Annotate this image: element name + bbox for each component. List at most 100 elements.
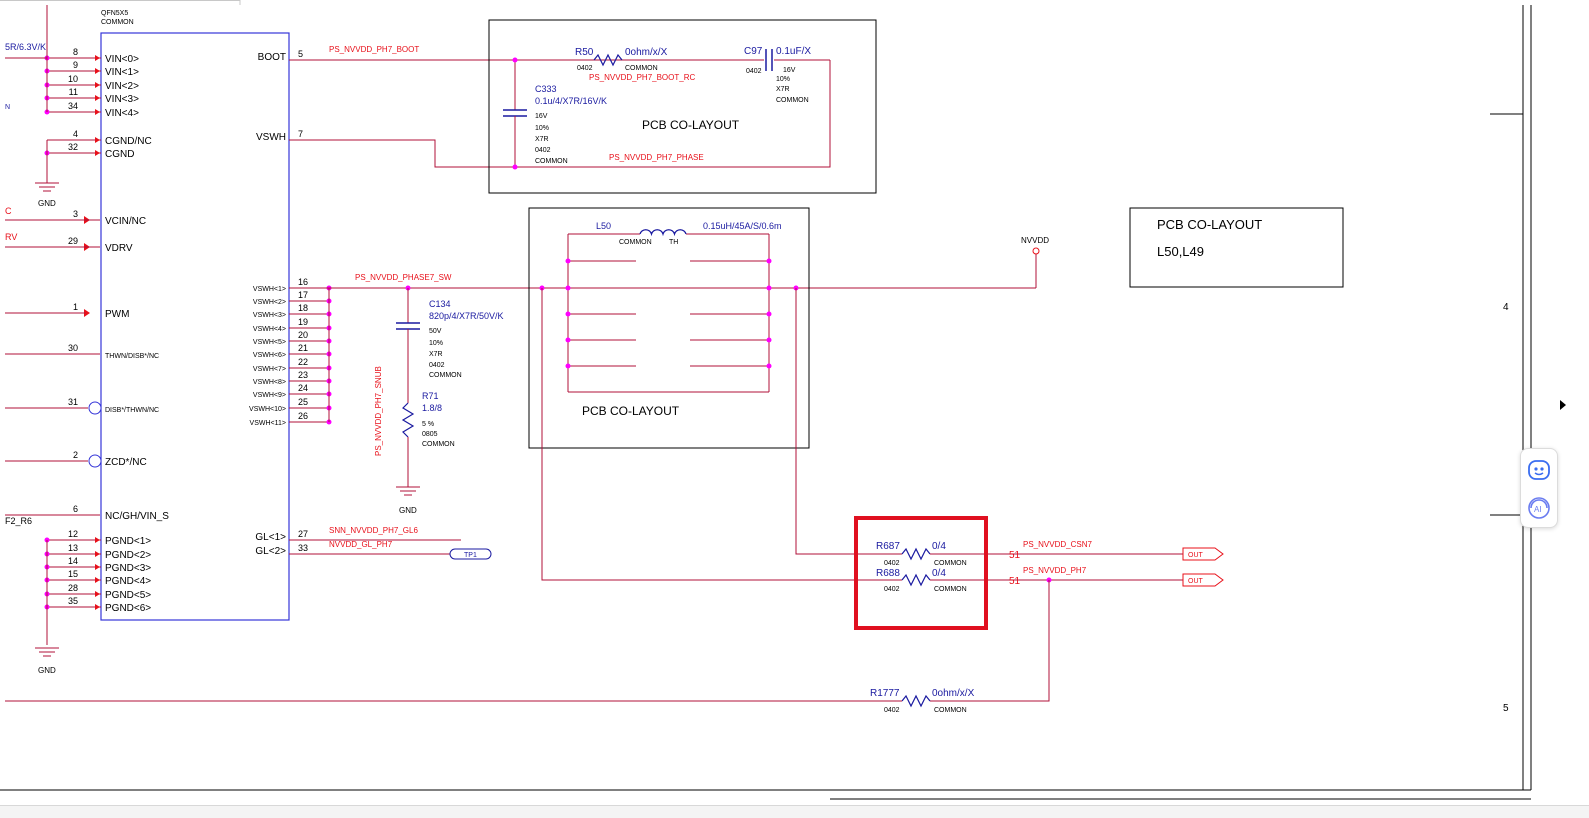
horizontal-scrollbar[interactable] bbox=[0, 805, 1589, 818]
test-point-tp1[interactable]: TP1 bbox=[449, 548, 492, 560]
c134-dielectric: X7R bbox=[429, 351, 443, 358]
r688-symbol[interactable] bbox=[901, 573, 931, 587]
ic-pin-right[interactable]: VSWH<1>16 bbox=[253, 277, 332, 293]
svg-text:TP1: TP1 bbox=[464, 552, 477, 559]
svg-text:VSWH<5>: VSWH<5> bbox=[253, 339, 286, 346]
note-box[interactable] bbox=[1129, 207, 1344, 288]
svg-text:25: 25 bbox=[298, 397, 308, 407]
ic-pin-right[interactable]: VSWH<8>23 bbox=[253, 370, 332, 386]
svg-text:PWM: PWM bbox=[105, 309, 129, 320]
left-cap-label: 5R/6.3V/K bbox=[5, 42, 46, 52]
left-rv-label: RV bbox=[5, 232, 17, 242]
l50-value: 0.15uH/45A/S/0.6m bbox=[703, 221, 782, 231]
note-line-2: L50,L49 bbox=[1157, 244, 1204, 259]
net-ph7: PS_NVVDD_PH7 bbox=[1023, 566, 1087, 575]
r50-symbol[interactable] bbox=[593, 53, 623, 67]
colayout-box-boot[interactable] bbox=[488, 19, 877, 194]
ic-pin-right[interactable]: VSWH<4>19 bbox=[253, 317, 332, 333]
svg-text:32: 32 bbox=[68, 142, 78, 152]
chat-bot-icon[interactable] bbox=[1526, 457, 1552, 483]
svg-text:26: 26 bbox=[298, 411, 308, 421]
svg-text:VIN<4>: VIN<4> bbox=[105, 108, 139, 119]
net-phase: PS_NVVDD_PH7_PHASE bbox=[609, 153, 704, 162]
l50-coil[interactable] bbox=[639, 229, 687, 237]
phase-wire[interactable] bbox=[289, 60, 831, 168]
c333-value: 0.1u/4/X7R/16V/K bbox=[535, 96, 607, 106]
r1777-wire-right bbox=[930, 580, 1050, 702]
gnd-symbol-snubber: GND bbox=[396, 486, 420, 515]
net-gl6: SNN_NVVDD_PH7_GL6 bbox=[329, 526, 418, 535]
net-gl-ph7: NVVDD_GL_PH7 bbox=[329, 540, 393, 549]
svg-text:23: 23 bbox=[298, 370, 308, 380]
scrollbar-thumb[interactable] bbox=[0, 809, 10, 815]
svg-text:AI: AI bbox=[1534, 505, 1542, 514]
r71-symbol[interactable] bbox=[401, 402, 415, 438]
svg-text:PGND<2>: PGND<2> bbox=[105, 550, 151, 561]
c134-package: 0402 bbox=[429, 362, 445, 369]
svg-text:9: 9 bbox=[73, 60, 78, 70]
c97-gap bbox=[764, 52, 774, 68]
r687-ref: R687 bbox=[876, 541, 900, 552]
colayout-box-inductor[interactable] bbox=[528, 207, 810, 449]
offpage-out-csn7[interactable]: OUT bbox=[1182, 547, 1224, 561]
r50-value: 0ohm/x/X bbox=[625, 47, 668, 58]
r1777-symbol[interactable] bbox=[901, 694, 931, 708]
headset-ai-icon[interactable]: AI bbox=[1526, 495, 1552, 521]
svg-text:35: 35 bbox=[68, 596, 78, 606]
offpage-out-ph7[interactable]: OUT bbox=[1182, 573, 1224, 587]
ic-pin-right[interactable]: VSWH<7> 22 bbox=[253, 357, 332, 373]
svg-text:VSWH<3>: VSWH<3> bbox=[253, 312, 286, 319]
c134-class: COMMON bbox=[429, 372, 462, 379]
ic-pin-right[interactable]: VSWH<10> 25 bbox=[249, 397, 332, 413]
r688-package: 0402 bbox=[884, 586, 900, 593]
ic-pin-right[interactable]: GL<1>27 bbox=[255, 529, 308, 543]
ic-pin-left[interactable]: 6NC/GH/VIN_S bbox=[73, 504, 169, 522]
r50-class: COMMON bbox=[625, 65, 658, 72]
c333-tolerance: 10% bbox=[535, 125, 549, 132]
svg-text:VSWH<7>: VSWH<7> bbox=[253, 366, 286, 373]
ic-left-pins: 8VIN<0>9VIN<1>10VIN<2>11VIN<3>34VIN<4>4C… bbox=[44, 47, 169, 614]
r1777-value: 0ohm/x/X bbox=[932, 688, 975, 699]
svg-text:3: 3 bbox=[73, 209, 78, 219]
r50-package: 0402 bbox=[577, 65, 593, 72]
ic-package-class: COMMON bbox=[101, 19, 134, 26]
svg-text:VSWH<10>: VSWH<10> bbox=[249, 406, 286, 413]
r1777-class: COMMON bbox=[934, 707, 967, 714]
ic-pin-right[interactable]: GL<2>33 bbox=[255, 543, 308, 557]
r687-symbol[interactable] bbox=[901, 547, 931, 561]
svg-text:OUT: OUT bbox=[1188, 552, 1204, 559]
svg-text:PGND<3>: PGND<3> bbox=[105, 563, 151, 574]
svg-text:7: 7 bbox=[298, 129, 303, 139]
svg-text:8: 8 bbox=[73, 47, 78, 57]
scroll-right-arrow-icon[interactable] bbox=[1560, 400, 1566, 410]
c333-dielectric: X7R bbox=[535, 136, 549, 143]
nvvdd-port[interactable] bbox=[1032, 247, 1040, 255]
svg-text:17: 17 bbox=[298, 290, 308, 300]
csn7-wire-left bbox=[795, 288, 902, 555]
ic-pin-right[interactable]: VSWH<11>26 bbox=[250, 411, 332, 427]
svg-text:BOOT: BOOT bbox=[258, 52, 286, 63]
colayout-label-boot: PCB CO-LAYOUT bbox=[642, 118, 740, 132]
l50-ref: L50 bbox=[596, 221, 611, 231]
ic-package: QFN5X5 bbox=[101, 10, 128, 17]
svg-text:GND: GND bbox=[38, 199, 56, 208]
svg-text:22: 22 bbox=[298, 357, 308, 367]
ic-body[interactable] bbox=[100, 32, 290, 621]
